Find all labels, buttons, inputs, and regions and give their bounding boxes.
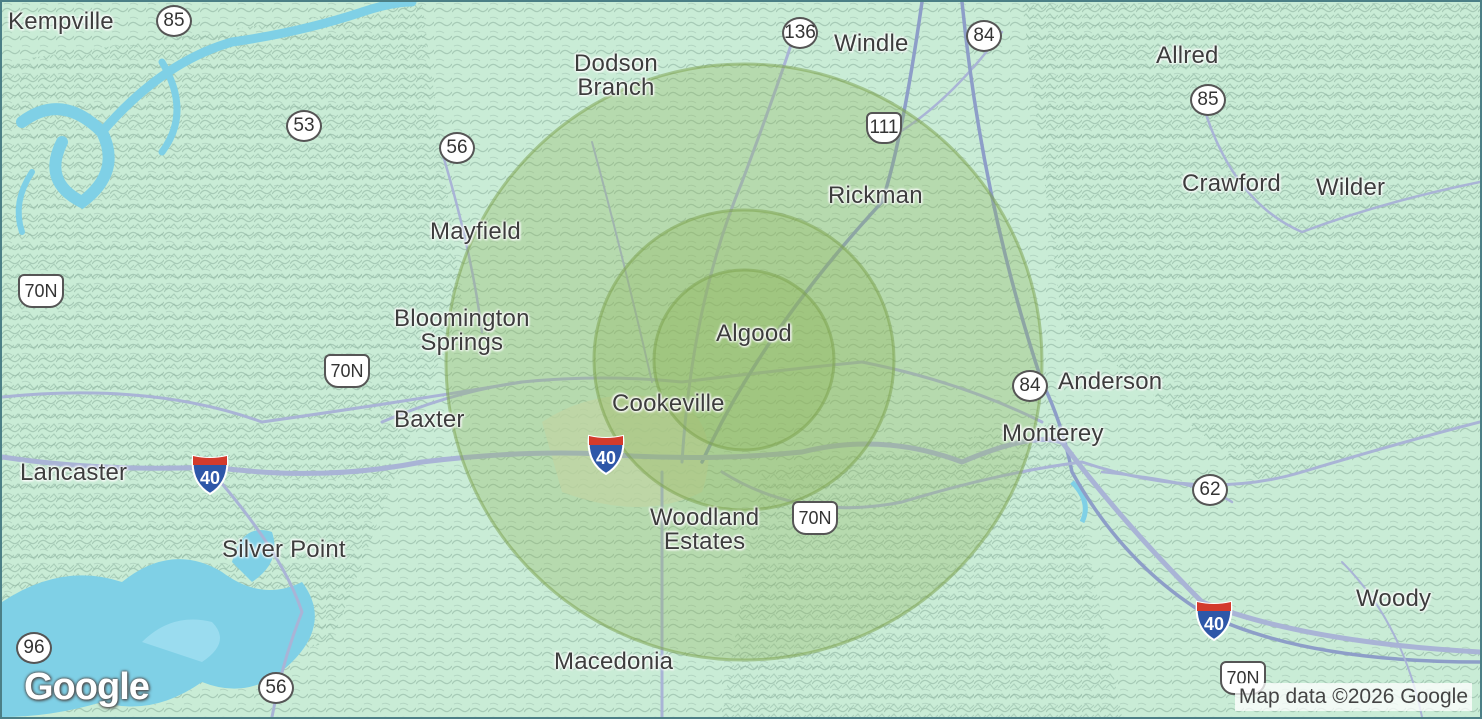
place-label-wilder: Wilder [1316, 174, 1386, 201]
us-route-shield: 70N [792, 501, 838, 535]
state-route-shield: 84 [966, 20, 1002, 52]
place-label-woodland-estates: Woodland Estates [650, 504, 760, 555]
place-label-allred: Allred [1156, 42, 1219, 69]
radius-ring-outer [444, 62, 1044, 662]
interstate-shield-icon [1195, 600, 1233, 642]
place-label-crawford: Crawford [1182, 170, 1281, 197]
place-label-anderson: Anderson [1058, 368, 1163, 395]
place-label-kempville: Kempville [8, 8, 114, 35]
state-route-shield: 85 [156, 5, 192, 37]
place-label-lancaster: Lancaster [20, 459, 128, 486]
place-label-dodson-branch: Dodson Branch [574, 50, 658, 101]
place-label-mayfield: Mayfield [430, 218, 521, 245]
place-label-monterey: Monterey [1002, 420, 1104, 447]
interstate-shield-icon [587, 434, 625, 476]
river-cumberland [15, 2, 417, 235]
interstate-shield: 40 [1194, 600, 1234, 642]
map-attribution[interactable]: Map data ©2026 Google [1234, 683, 1472, 711]
state-route-shield: 85 [1190, 84, 1226, 116]
interstate-number: 40 [1203, 614, 1225, 634]
state-route-shield: 111 [866, 112, 902, 144]
terrain-ridges-south [722, 422, 1122, 717]
place-label-bloomington-springs: Bloomington Springs [394, 305, 530, 356]
place-label-woody: Woody [1356, 585, 1432, 612]
creek-east [1070, 480, 1088, 524]
interstate-number: 40 [199, 468, 221, 488]
us-route-shield: 70N [18, 274, 64, 308]
terrain-ridges-east [1022, 2, 1480, 482]
radius-ring-inner [652, 268, 836, 452]
interstate-shield-icon [191, 454, 229, 496]
state-route-shield: 84 [1012, 370, 1048, 402]
place-label-windle: Windle [834, 30, 909, 57]
place-label-cookeville: Cookeville [612, 390, 725, 417]
state-route-shield: 136 [782, 17, 818, 49]
google-logo: Google [24, 666, 150, 708]
us-route-shield: 70N [324, 354, 370, 388]
place-label-algood: Algood [716, 320, 792, 347]
state-route-shield: 96 [16, 632, 52, 664]
radius-ring-middle [592, 208, 896, 512]
us-route-shield: 70N [1220, 661, 1266, 695]
state-route-shield: 53 [286, 110, 322, 142]
place-label-baxter: Baxter [394, 406, 465, 433]
place-label-silver-point: Silver Point [222, 536, 346, 563]
lake-center-hill [2, 530, 315, 717]
interstate-number: 40 [595, 448, 617, 468]
state-route-shield: 62 [1192, 474, 1228, 506]
terrain-ridges-west [2, 2, 462, 717]
place-label-macedonia: Macedonia [554, 648, 674, 675]
interstate-shield: 40 [586, 434, 626, 476]
state-route-shield: 56 [439, 132, 475, 164]
interstate-shield: 40 [190, 454, 230, 496]
radius-rings [444, 62, 1044, 662]
place-label-rickman: Rickman [828, 182, 923, 209]
state-route-shield: 56 [258, 672, 294, 704]
